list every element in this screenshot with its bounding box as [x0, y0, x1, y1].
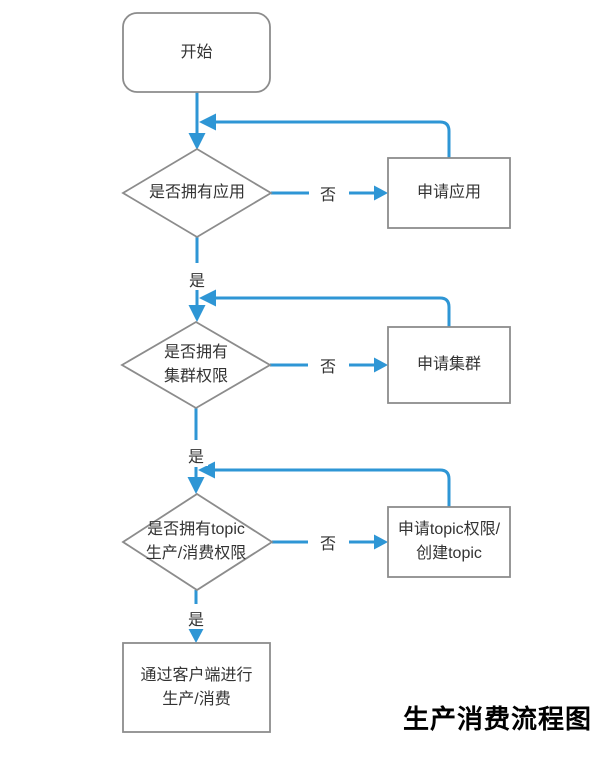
arrowhead-right-applyapp: [374, 185, 388, 201]
decision-has-topic-shape: [121, 492, 274, 592]
arrowhead-left-feedback3: [198, 461, 215, 479]
arrowhead-left-feedback1: [199, 113, 216, 131]
arrowhead-down-decision3: [187, 477, 205, 494]
arrowhead-left-feedback2: [199, 289, 216, 307]
diagram-title: 生产消费流程图: [402, 704, 592, 734]
client-produce-consume-shape: [122, 642, 271, 733]
apply-app-shape: [387, 157, 511, 229]
decision-has-cluster-shape: [120, 320, 272, 410]
decision-has-app-shape: [121, 147, 273, 239]
arrowhead-right-applytopic: [374, 534, 388, 550]
start-node-shape: [122, 12, 271, 93]
arrowhead-down-decision1: [188, 133, 206, 150]
edge-applycluster-feedback: [214, 296, 451, 327]
arrowhead-down-client: [187, 627, 205, 643]
apply-topic-shape: [387, 506, 511, 578]
edge-applytopic-feedback: [213, 468, 451, 507]
arrowhead-right-applycluster: [374, 357, 388, 373]
apply-cluster-shape: [387, 326, 511, 404]
arrowhead-down-decision2: [188, 305, 206, 322]
edge-applyapp-feedback: [214, 120, 451, 158]
